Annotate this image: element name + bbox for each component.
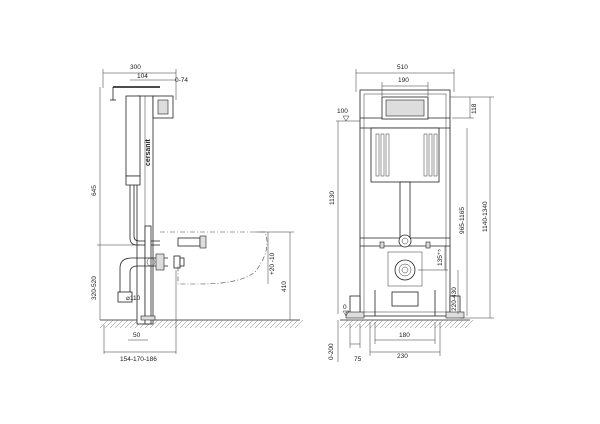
dim-1140-1340: 1140-1340 [482,201,489,232]
dim-220-430: 220-430 [451,287,458,311]
side-bowl [160,231,268,285]
dim-104: 104 [137,73,148,80]
dim-bowl-adjust: +20 -10 [269,252,276,275]
dim-135: 135⁺⁵ [437,249,444,266]
dim-1130: 1130 [329,191,336,205]
dim-154-170-186: 154-170-186 [120,356,157,363]
dim-965-1165: 965-1165 [459,207,466,234]
brand-label: cersanit [145,138,152,166]
dim-50: 50 [133,332,141,339]
side-view: 300 104 0-74 645 320-520 ⌀110 50 154-170… [91,64,304,363]
dim-190: 190 [398,77,409,84]
dim-510: 510 [397,64,408,71]
front-view: 510 190 100 118 1130 965-1165 114 [328,64,494,363]
dim-230: 230 [397,353,408,360]
side-dimensions: 300 104 0-74 645 320-520 ⌀110 50 154-170… [91,64,294,363]
dim-320-520: 320-520 [91,276,98,300]
side-drain [117,253,185,303]
dim-0-200: 0-200 [328,343,335,360]
front-floor [339,319,474,329]
side-floor [99,319,304,329]
dim-645: 645 [91,185,98,196]
side-frame [110,86,174,325]
dim-118: 118 [471,103,478,114]
front-frame [345,89,465,319]
dim-410: 410 [281,281,288,292]
dim-drain-110: ⌀110 [126,295,141,302]
dim-0-74: 0-74 [175,77,188,84]
dim-100: 100 [337,108,348,115]
dim-300: 300 [130,64,141,71]
dim-180: 180 [399,332,410,339]
dim-75: 75 [354,356,362,363]
dim-0: 0 [343,304,347,311]
front-dimensions: 510 190 100 118 1130 965-1165 114 [328,64,494,363]
